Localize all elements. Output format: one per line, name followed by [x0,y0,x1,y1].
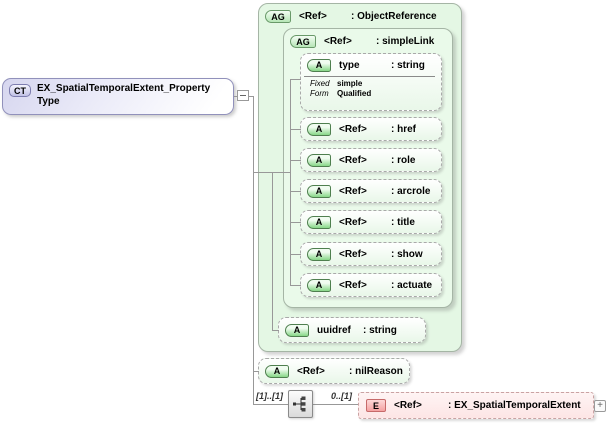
attribute-badge: A [307,153,331,167]
attribute-actuate[interactable]: A <Ref> : actuate [300,273,442,297]
attribute-title[interactable]: A <Ref> : title [300,210,442,234]
connector-line [253,404,288,405]
complex-type-badge: CT [9,84,31,97]
attribute-type-label: : actuate [391,279,433,291]
connector-line [290,191,301,192]
attribute-badge: A [265,364,289,378]
connector-line [290,285,301,286]
attribute-name: type [339,59,360,71]
attribute-group-objectreference-header: AG <Ref> : ObjectReference [259,4,461,23]
attribute-type-label: : href [391,123,416,135]
facet-divider [304,76,435,77]
element-ex-spatialtemporalextent[interactable]: E <Ref> : EX_SpatialTemporalExtent [358,392,594,419]
complex-type-name-line1: EX_SpatialTemporalExtent_Property [37,83,211,94]
connector-line [290,79,291,286]
facet-label: Form [310,89,329,98]
attribute-type-label: : nilReason [349,365,403,377]
attribute-name: uuidref [317,324,351,336]
attribute-group-name: <Ref> [324,36,352,47]
attribute-badge: A [307,184,331,198]
facet-fixed: Fixed simple [301,79,441,89]
attribute-group-type: : simpleLink [376,36,435,47]
attribute-type-label: : arcrole [391,185,431,197]
attribute-badge: A [307,247,331,261]
attribute-type-label: : string [391,59,425,71]
attribute-badge: A [307,58,331,72]
connector-line [290,160,301,161]
attribute-uuidref[interactable]: A uuidref : string [278,317,426,343]
connector-line [290,79,301,80]
attribute-badge: A [285,323,309,337]
attribute-group-badge: AG [265,10,291,23]
attribute-type-label: : title [391,216,415,228]
attribute-show[interactable]: A <Ref> : show [300,242,442,266]
facet-value: simple [337,79,363,88]
attribute-type-label: : string [363,324,397,336]
attribute-name: <Ref> [339,248,367,260]
attribute-type[interactable]: A type : string Fixed simple Form Qualif… [300,53,442,111]
cardinality-element: 0..[1] [331,391,353,401]
connector-line [249,96,254,97]
attribute-badge: A [307,215,331,229]
collapse-icon[interactable] [237,90,249,101]
attribute-badge: A [307,278,331,292]
connector-line [290,129,301,130]
attribute-type-label: : show [391,248,423,260]
connector-line [272,172,273,330]
connector-line [272,330,279,331]
attribute-arcrole[interactable]: A <Ref> : arcrole [300,179,442,203]
connector-line [290,222,301,223]
facet-form: Form Qualified [301,89,441,99]
connector-line [313,404,358,405]
attribute-href[interactable]: A <Ref> : href [300,117,442,141]
facet-label: Fixed [310,79,330,88]
attribute-type-label: : role [391,154,416,166]
attribute-name: <Ref> [297,365,325,377]
attribute-name: <Ref> [339,123,367,135]
attribute-badge: A [307,122,331,136]
connector-line [290,254,301,255]
attribute-group-type: : ObjectReference [351,11,437,22]
element-name: <Ref> [394,400,422,411]
element-type-label: : EX_SpatialTemporalExtent [448,400,581,411]
connector-line [234,96,238,97]
attribute-name: <Ref> [339,279,367,291]
cardinality-outer: [1]..[1] [256,391,283,401]
attribute-group-simplelink-header: AG <Ref> : simpleLink [284,29,452,48]
complex-type-name-line2: Type [37,95,60,107]
facet-value: Qualified [337,89,372,98]
attribute-role[interactable]: A <Ref> : role [300,148,442,172]
attribute-group-name: <Ref> [299,11,327,22]
connector-line [253,96,254,404]
minus-glyph [240,95,246,96]
sequence-compositor[interactable] [288,390,313,418]
attribute-group-badge: AG [290,35,316,48]
connector-line [253,371,259,372]
expand-icon[interactable]: + [594,400,606,412]
sequence-compositor-icon [293,396,306,412]
attribute-name: <Ref> [339,216,367,228]
attribute-nilreason[interactable]: A <Ref> : nilReason [258,358,410,384]
attribute-name: <Ref> [339,185,367,197]
attribute-name: <Ref> [339,154,367,166]
element-badge: E [366,399,386,412]
